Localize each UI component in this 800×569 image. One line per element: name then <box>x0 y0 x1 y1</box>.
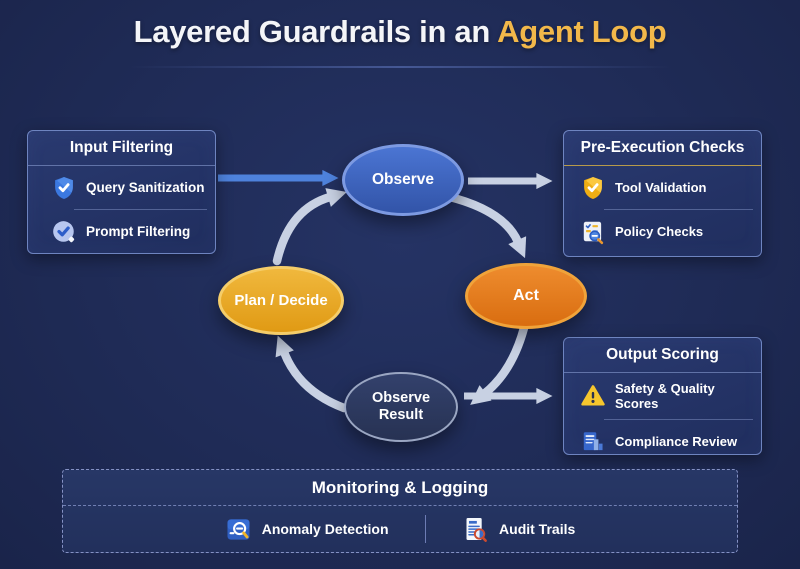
page-title-text: Layered Guardrails in an <box>133 14 491 49</box>
loop-node-plan-decide: Plan / Decide <box>218 266 344 335</box>
item-divider <box>74 209 207 210</box>
item-policy-checks: Policy Checks <box>564 210 761 253</box>
item-label: Anomaly Detection <box>261 521 389 537</box>
loop-node-observe-label: Observe <box>371 171 435 188</box>
item-label: Query Sanitization <box>86 180 205 195</box>
item-divider <box>604 209 753 210</box>
magnifier-square-icon <box>225 516 252 543</box>
monitoring-items: Anomaly Detection <box>63 506 737 552</box>
monitoring-divider <box>424 515 427 543</box>
item-compliance-review: Compliance Review <box>564 420 761 463</box>
item-label: Audit Trails <box>499 521 576 537</box>
panel-input-filtering-title: Input Filtering <box>28 131 215 166</box>
monitoring-logging-bar: Monitoring & Logging Anomaly Detection <box>62 469 738 553</box>
panel-output-scoring: Output Scoring Safety & Quality Scores <box>563 337 762 455</box>
arrow-observe-to-act <box>441 191 527 259</box>
arrow-plan-to-observe <box>272 188 347 266</box>
arrow-observe-result-to-plan <box>275 335 349 413</box>
document-chart-icon <box>579 428 606 455</box>
item-label: Policy Checks <box>615 224 704 239</box>
item-label: Compliance Review <box>615 434 738 449</box>
item-anomaly-detection: Anomaly Detection <box>225 516 389 543</box>
document-magnifier-icon <box>462 516 489 543</box>
checklist-magnifier-icon <box>579 218 606 245</box>
circle-check-icon <box>50 218 77 245</box>
item-label: Prompt Filtering <box>86 224 191 239</box>
panel-input-filtering: Input Filtering Query Sanitization Pro <box>27 130 216 254</box>
item-prompt-filtering: Prompt Filtering <box>28 210 215 253</box>
panel-pre-execution-title: Pre-Execution Checks <box>564 131 761 166</box>
page-title: Layered Guardrails in an Agent Loop <box>0 14 800 50</box>
panel-pre-execution-checks: Pre-Execution Checks Tool Validation <box>563 130 762 257</box>
page-title-highlight: Agent Loop <box>497 14 667 49</box>
loop-node-observe: Observe <box>342 144 464 216</box>
loop-node-act: Act <box>465 263 587 329</box>
shield-check-icon <box>50 174 77 201</box>
loop-node-act-label: Act <box>513 287 539 304</box>
item-query-sanitization: Query Sanitization <box>28 166 215 209</box>
loop-node-observe-result-label: Observe Result <box>371 390 431 423</box>
loop-node-observe-result: Observe Result <box>344 372 458 442</box>
item-tool-validation: Tool Validation <box>564 166 761 209</box>
item-audit-trails: Audit Trails <box>462 516 575 543</box>
item-safety-quality-scores: Safety & Quality Scores <box>564 373 761 419</box>
item-divider <box>604 419 753 420</box>
monitoring-title: Monitoring & Logging <box>63 470 737 506</box>
item-label: Tool Validation <box>615 180 707 195</box>
loop-node-plan-decide-label: Plan / Decide <box>234 292 328 309</box>
title-divider <box>130 66 670 68</box>
item-label: Safety & Quality Scores <box>615 381 715 411</box>
warning-triangle-icon <box>579 383 606 410</box>
shield-check-gold-icon <box>579 174 606 201</box>
arrow-act-to-observe-result <box>470 323 529 405</box>
panel-output-scoring-title: Output Scoring <box>564 338 761 373</box>
